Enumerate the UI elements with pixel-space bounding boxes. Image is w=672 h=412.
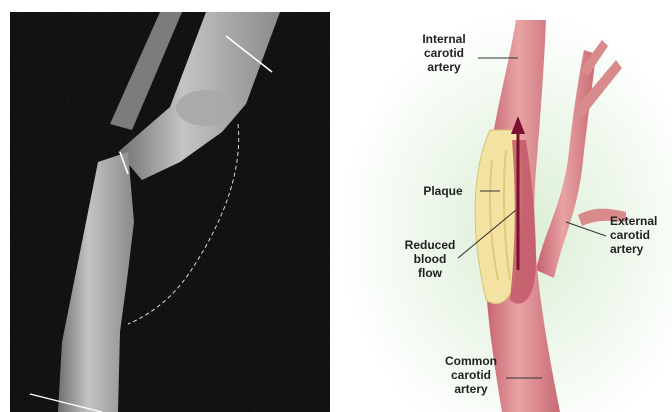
- label-external-carotid: External carotid artery: [610, 214, 672, 256]
- angiogram-svg: [10, 12, 330, 412]
- angiogram-image: [10, 12, 330, 412]
- label-common-carotid: Common carotid artery: [436, 354, 506, 396]
- label-plaque: Plaque: [408, 184, 478, 198]
- label-reduced-flow: Reduced blood flow: [400, 238, 460, 280]
- illustration-svg: [340, 10, 672, 412]
- label-internal-carotid: Internal carotid artery: [412, 32, 476, 74]
- carotid-illustration: Internal carotid artery Plaque Reduced b…: [340, 10, 672, 412]
